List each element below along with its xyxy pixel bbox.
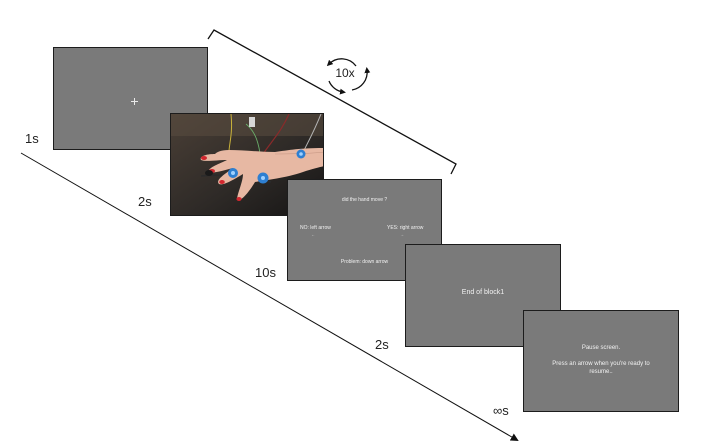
question-prompt: did the hand move ? [341, 197, 388, 203]
left-arrow-icon: ← [311, 232, 315, 237]
timing-label-stimulus: 2s [138, 194, 152, 209]
pause-screen: Pause screen. Press an arrow when you're… [523, 310, 679, 412]
no-response-label: NO: left arrow [300, 225, 331, 231]
cycle-arrows-icon [326, 58, 371, 95]
problem-response-label: Problem: down arrow [340, 259, 389, 265]
repeat-count-label: 10x [335, 66, 355, 80]
time-axis-arrow [20, 152, 519, 442]
hand-with-electrodes-photo [171, 114, 323, 215]
pause-instruction-line2: resume.. [589, 369, 613, 375]
hand-stimulus-photo [170, 113, 324, 216]
right-arrow-icon: → [400, 232, 404, 237]
timing-label-end-block: 2s [375, 337, 389, 352]
end-of-block-text: End of block1 [461, 289, 505, 296]
fixation-cross-icon [131, 98, 138, 105]
timing-label-pause: ∞s [493, 403, 509, 418]
pause-instruction-line1: Press an arrow when you're ready to [552, 361, 650, 367]
pause-title: Pause screen. [581, 345, 621, 351]
yes-response-label: YES: right arrow [387, 225, 424, 231]
repeat-bracket [207, 29, 457, 175]
timing-label-question: 10s [255, 265, 276, 280]
timing-label-fixation: 1s [25, 131, 39, 146]
